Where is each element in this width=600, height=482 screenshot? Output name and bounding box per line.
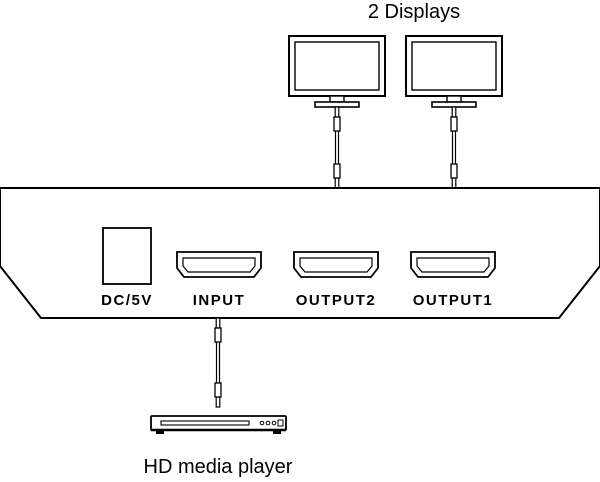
output1-port-label: OUTPUT1 [412,292,494,309]
displays-caption: 2 Displays [367,1,461,23]
hdmi-output2-port-icon [293,251,379,278]
output2-port-label: OUTPUT2 [295,292,377,309]
input-port-label: INPUT [192,292,246,309]
display-left-icon [288,35,386,108]
hdmi-cable-input [214,317,222,408]
hdmi-cable-output1 [450,106,458,189]
hdmi-output1-port-icon [410,251,496,278]
display-right-icon [405,35,503,108]
hdmi-input-port-icon [176,251,262,278]
power-port-icon [102,227,152,285]
power-port-label: DC/5V [101,292,153,309]
media-player-caption: HD media player [143,456,293,478]
media-player-icon [150,415,287,434]
hdmi-cable-output2 [333,106,341,189]
